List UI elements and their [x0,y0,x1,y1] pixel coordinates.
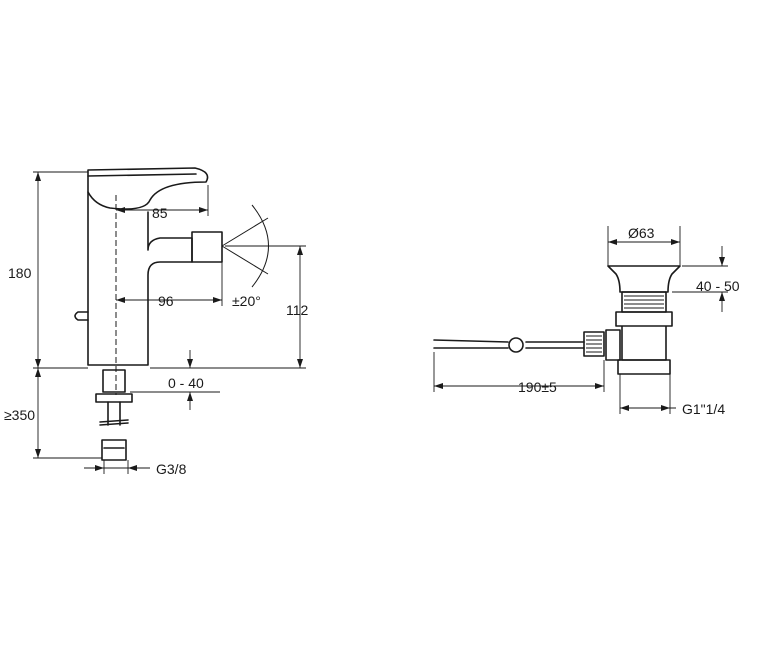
dim-swivel-label: ±20° [232,293,261,309]
dim-outlet-reach-label: 96 [158,293,174,309]
dim-rod-length-label: 190±5 [518,379,557,395]
dim-outlet-height-label: 112 [286,302,309,318]
dim-spout-reach-label: 85 [152,205,168,221]
waste-body [615,311,673,361]
waste-flange [607,265,681,293]
dim-adjust-label: 40 - 50 [696,278,740,294]
dim-diameter-label: Ø63 [628,225,655,241]
dim-height-label: 180 [8,265,32,281]
bidet-mixer-drawing [74,167,269,461]
popup-waste-drawing [433,265,681,375]
dim-thread-label: G3/8 [156,461,187,477]
dim-waste-thread-label: G1"1/4 [682,401,725,417]
popup-knob [74,311,89,321]
mixer-body [87,191,193,366]
faucet-dimensions: 180 85 96 ±20° 112 0 - 40 ≥350 [4,171,309,477]
mixer-lever [87,167,209,210]
mixer-nozzle [191,231,223,263]
waste-rod [433,339,585,349]
dim-hose-length-label: ≥350 [4,407,35,423]
waste-dimensions: Ø63 40 - 50 190±5 G1"1/4 [433,225,740,417]
dim-deck-label: 0 - 40 [168,375,204,391]
